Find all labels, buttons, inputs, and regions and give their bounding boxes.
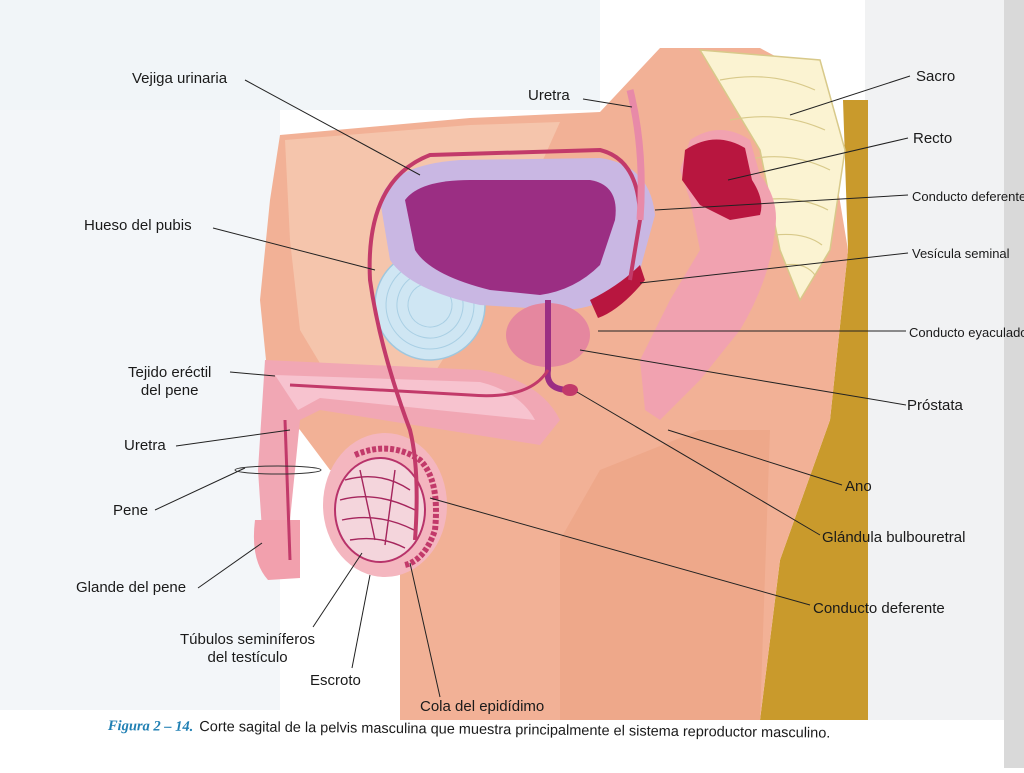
testis — [334, 457, 426, 563]
perineum — [560, 430, 770, 720]
label-tubulos-seminiferos: Túbulos seminíferos del testículo — [180, 631, 316, 666]
label-sacro: Sacro — [916, 68, 956, 85]
label-pene: Pene — [113, 502, 149, 519]
vas-deferens — [367, 147, 643, 541]
label-escroto: Escroto — [310, 672, 361, 689]
penis-erectile — [275, 375, 535, 420]
faded-text-top — [0, 0, 600, 110]
leader-lines — [154, 75, 911, 698]
urethra-main — [289, 369, 550, 398]
urethra-upper-tube — [626, 89, 645, 221]
urethra-penile — [283, 419, 292, 561]
label-ano: Ano — [845, 478, 872, 495]
label-tejido-erectil: Tejido eréctil del pene — [128, 364, 212, 399]
label-conducto-deferente-right: Conducto deferente — [912, 189, 1024, 204]
figure-number: Figura 2 – 14. — [107, 718, 194, 735]
label-conducto-eyaculador: Conducto eyaculador — [909, 325, 1024, 340]
label-hueso-pubis: Hueso del pubis — [84, 217, 192, 234]
label-uretra-left: Uretra — [124, 437, 166, 454]
label-vejiga-urinaria: Vejiga urinaria — [132, 70, 228, 87]
faded-text-right — [865, 0, 1024, 720]
page-edge — [1004, 0, 1024, 768]
rectum-dark — [682, 139, 762, 220]
label-prostata: Próstata — [907, 397, 963, 414]
label-vesicula-seminal: Vesícula seminal — [912, 246, 1010, 261]
faded-text-left — [0, 110, 280, 710]
label-recto: Recto — [913, 130, 953, 147]
bulbourethral-gland — [562, 384, 578, 396]
label-uretra-top: Uretra — [528, 87, 570, 104]
epididymis — [353, 445, 439, 568]
label-conducto-deferente-bottom: Conducto deferente — [813, 600, 945, 617]
bladder-lumen — [405, 180, 616, 295]
seminiferous-tubules — [339, 469, 416, 549]
label-cola-epididimo: Cola del epidídimo — [420, 698, 545, 715]
penis-marker-ring — [234, 465, 322, 475]
label-glande-del-pene: Glande del pene — [76, 579, 187, 596]
back-band — [760, 100, 868, 720]
label-glandula-bulbouretral: Glándula bulbouretral — [822, 529, 966, 546]
